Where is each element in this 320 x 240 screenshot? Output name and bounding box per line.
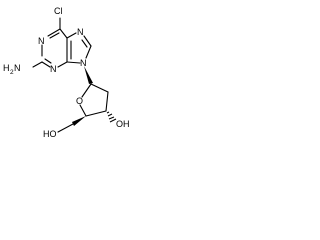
bond-c3prime-c4prime (85, 110, 107, 117)
bond-c1prime-o (81, 83, 92, 98)
bond-o-c4prime (79, 104, 87, 117)
label-amine-subscript: 2 (10, 69, 14, 76)
label-chlorine: Cl (54, 6, 63, 16)
bond-c2prime-c3prime (105, 91, 109, 112)
bond-n7-c8 (83, 35, 92, 47)
label-n9: N (80, 58, 87, 68)
bond-c3prime-oh-hash (106, 111, 117, 123)
label-3prime-oh: OH (116, 119, 130, 129)
bond-c8-n9 (85, 45, 92, 59)
bond-c6-n1 (47, 28, 61, 37)
bond-c6-n1-double (49, 32, 60, 39)
bond-c4prime-c5prime-wedge (72, 116, 86, 126)
label-n3: N (50, 64, 57, 74)
bond-c5-c6 (59, 28, 68, 39)
label-amine-h: H (3, 63, 10, 73)
label-ring-oxygen: O (76, 96, 83, 106)
label-n7: N (77, 27, 84, 37)
label-5prime-ho: HO (43, 129, 57, 139)
bond-n3-c4 (57, 61, 68, 68)
label-amine-n: N (14, 63, 21, 73)
bond-n7-c8-double (81, 39, 88, 48)
bond-c2-nh2 (32, 61, 43, 68)
label-amine: H 2 N (3, 63, 21, 76)
bond-c2-n3-double (44, 58, 52, 64)
bond-n9-c4 (66, 61, 81, 64)
bond-c2-n3 (41, 61, 51, 68)
bond-n9-c1prime-wedge (84, 66, 93, 84)
bond-c5prime-oh (57, 123, 74, 133)
bond-c5-n7 (66, 32, 77, 39)
label-n1: N (38, 36, 45, 46)
bond-c1prime-c2prime (90, 83, 109, 93)
chemical-structure-diagram: Cl N N N N H 2 N O OH HO (3, 6, 130, 139)
